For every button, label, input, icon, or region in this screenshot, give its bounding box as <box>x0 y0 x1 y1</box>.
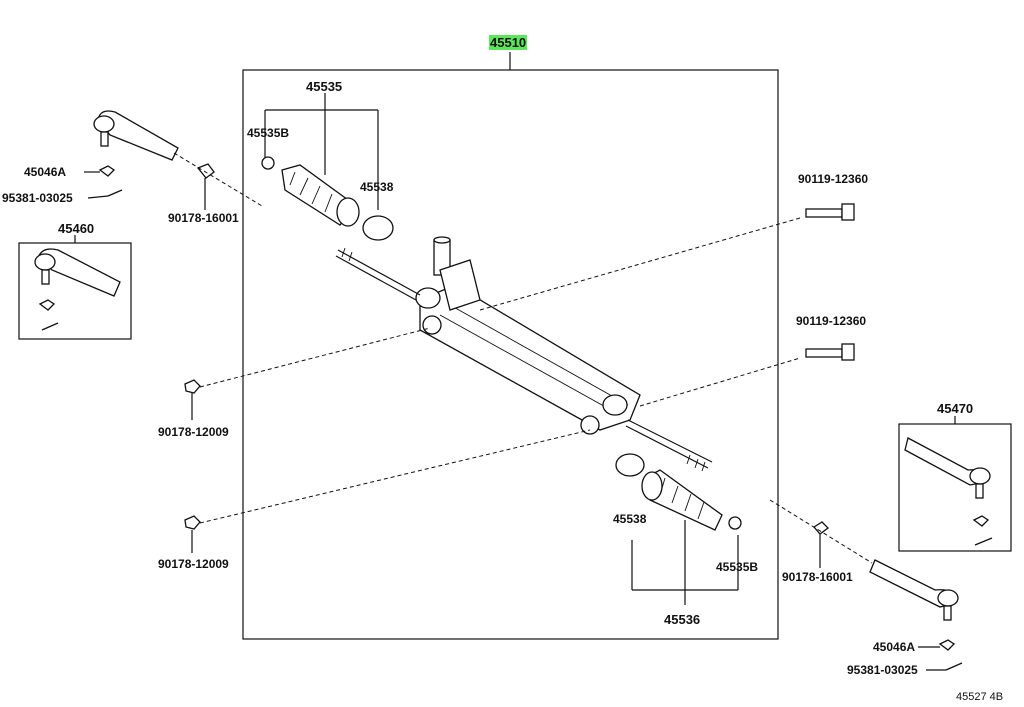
band-right <box>615 453 645 477</box>
label-nut-mount-lower: 90178-12009 <box>158 557 229 571</box>
steering-rack-housing <box>335 236 713 472</box>
leader-45536 <box>631 520 739 605</box>
label-nut-left-upper: 90178-16001 <box>168 211 239 225</box>
nut-right-icon <box>938 639 956 651</box>
nut-mount-upper-icon <box>184 379 201 394</box>
nut-left-icon <box>98 165 116 177</box>
label-bolt-upper: 90119-12360 <box>798 172 869 186</box>
label-nut-right-lower: 90178-16001 <box>782 570 853 584</box>
label-nut-mount-upper: 90178-12009 <box>158 425 229 439</box>
label-figure-code: 45527 4B <box>956 691 1004 703</box>
cotter-pin-left <box>107 189 123 197</box>
label-bolt-lower: 90119-12360 <box>796 314 867 328</box>
label-clamp-left: 45535B <box>247 126 290 140</box>
boot-right <box>641 469 723 531</box>
label-band-right: 45538 <box>613 512 647 526</box>
label-rack-assembly: 45510 <box>489 35 528 50</box>
nut-left-upper-icon <box>196 163 215 179</box>
band-left <box>362 215 394 241</box>
label-cotter-pin-right: 95381-03025 <box>847 663 918 677</box>
label-boot-right: 45536 <box>664 612 701 627</box>
label-nut-left: 45046A <box>24 165 67 179</box>
label-boot-left: 45535 <box>306 79 343 94</box>
bolt-upper <box>805 203 855 221</box>
nut-mount-lower-icon <box>184 515 201 530</box>
label-band-left: 45538 <box>360 180 394 194</box>
clamp-right <box>728 516 742 530</box>
label-tie-rod-end-kit-left: 45460 <box>58 221 95 236</box>
clamp-left <box>261 156 275 170</box>
label-cotter-pin-left: 95381-03025 <box>2 191 73 205</box>
tie-rod-end-kit-left <box>34 248 121 331</box>
nut-right-lower-icon <box>813 521 829 535</box>
label-tie-rod-end-kit-right: 45470 <box>937 401 974 416</box>
cotter-pin-right <box>945 662 963 671</box>
bolt-lower <box>805 343 855 361</box>
boot-left <box>281 164 360 227</box>
label-clamp-right: 45535B <box>716 560 759 574</box>
tie-rod-end-kit-right <box>904 437 993 546</box>
tie-rod-end-right <box>869 559 959 621</box>
tie-rod-end-left <box>93 110 179 161</box>
label-nut-right: 45046A <box>873 640 916 654</box>
leader-45535 <box>264 93 379 210</box>
